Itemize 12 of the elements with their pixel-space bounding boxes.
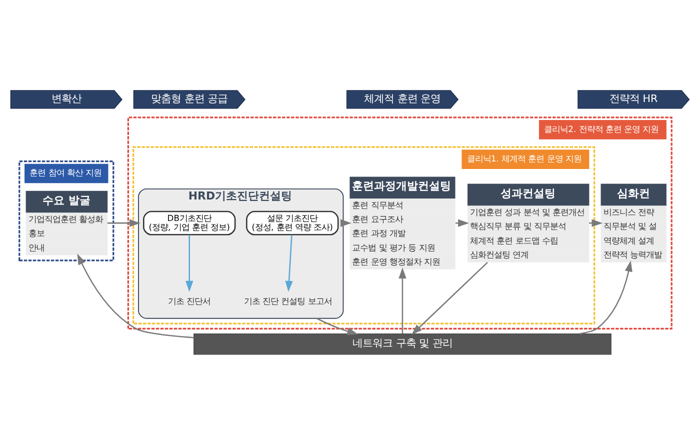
arrow: [77, 253, 194, 338]
arrow: [186, 234, 194, 292]
arrow: [107, 218, 140, 226]
node-box: 네트워크 구축 및 관리: [194, 333, 612, 354]
node-text: 기초 진단 컨설팅 보고서: [244, 295, 332, 306]
node-box: DB기초진단 (정량, 기업 훈련 정보): [143, 210, 236, 235]
node-box: 설문 기초진단 (정성, 훈련 역량 조사): [246, 210, 339, 235]
arrow: [411, 261, 488, 334]
arrow: [340, 218, 352, 226]
node-text: 기초 진단서: [168, 295, 211, 306]
arrow: [398, 267, 406, 334]
arrow: [285, 234, 293, 292]
